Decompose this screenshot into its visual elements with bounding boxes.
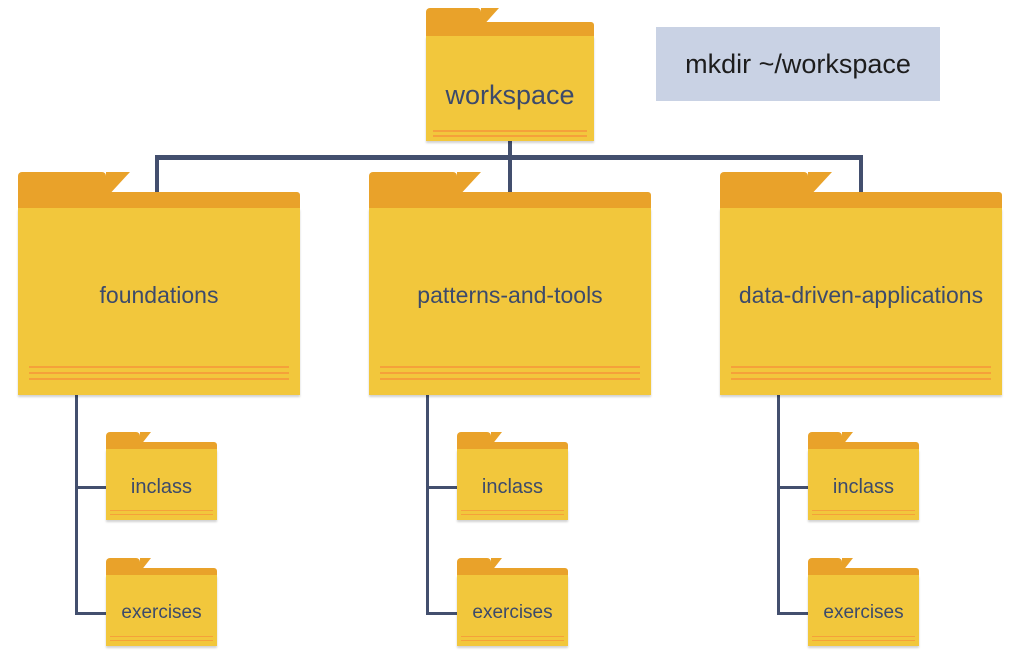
connector-data-driven-inclass <box>777 486 810 489</box>
folder-label: workspace <box>445 80 575 110</box>
folder-label: data-driven-applications <box>738 282 984 308</box>
connector-foundations-exercises <box>75 612 108 615</box>
folder-label: exercises <box>121 602 202 623</box>
folder-data-driven-inclass[interactable]: inclass <box>808 432 919 520</box>
folder-data-driven-applications[interactable]: data-driven-applications <box>720 172 1002 395</box>
folder-foundations-exercises[interactable]: exercises <box>106 558 217 646</box>
folder-label: inclass <box>130 476 193 498</box>
folder-patterns-exercises[interactable]: exercises <box>457 558 568 646</box>
folder-patterns-and-tools[interactable]: patterns-and-tools <box>369 172 651 395</box>
connector-to-data-driven-applications <box>859 155 863 195</box>
connector-to-foundations <box>155 155 159 195</box>
folder-label: exercises <box>472 602 553 623</box>
connector-patterns-inclass <box>426 486 459 489</box>
connector-foundations-inclass <box>75 486 108 489</box>
folder-data-driven-exercises[interactable]: exercises <box>808 558 919 646</box>
command-box: mkdir ~/workspace <box>656 27 940 101</box>
folder-label: patterns-and-tools <box>417 282 603 308</box>
folder-foundations-inclass[interactable]: inclass <box>106 432 217 520</box>
connector-foundations-trunk <box>75 395 78 615</box>
folder-workspace[interactable]: workspace <box>426 8 594 141</box>
connector-data-driven-exercises <box>777 612 810 615</box>
folder-label: exercises <box>823 602 904 623</box>
folder-label: inclass <box>832 476 895 498</box>
folder-foundations[interactable]: foundations <box>18 172 300 395</box>
folder-label: inclass <box>481 476 544 498</box>
connector-root-vertical <box>508 140 512 158</box>
connector-data-driven-trunk <box>777 395 780 615</box>
folder-label: foundations <box>99 282 219 308</box>
connector-to-patterns-and-tools <box>508 155 512 195</box>
connector-patterns-exercises <box>426 612 459 615</box>
connector-patterns-trunk <box>426 395 429 615</box>
folder-patterns-inclass[interactable]: inclass <box>457 432 568 520</box>
